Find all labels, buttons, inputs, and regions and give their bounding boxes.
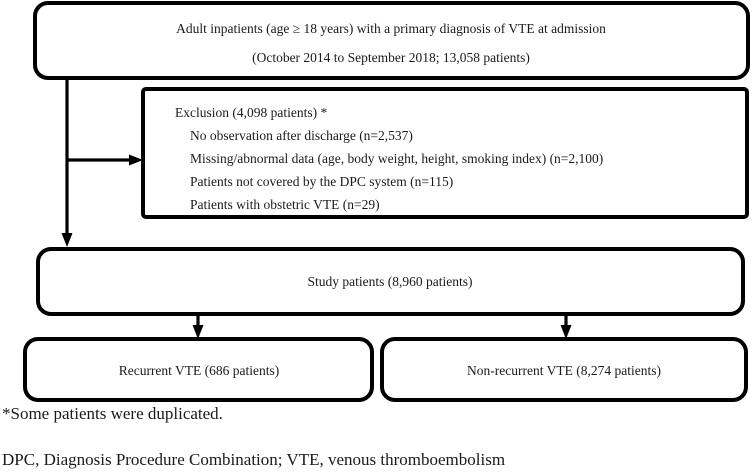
exclusion-box[interactable]: Exclusion (4,098 patients) * No observat… bbox=[141, 87, 749, 219]
study-patients-label: Study patients (8,960 patients) bbox=[308, 274, 473, 289]
enrollment-box-line2: (October 2014 to September 2018; 13,058 … bbox=[252, 50, 530, 65]
non-recurrent-vte-box[interactable]: Non-recurrent VTE (8,274 patients) bbox=[380, 337, 748, 402]
exclusion-heading: Exclusion (4,098 patients) * bbox=[175, 105, 327, 120]
enrollment-box-outline bbox=[33, 1, 750, 80]
study-patients-box[interactable]: Study patients (8,960 patients) bbox=[36, 247, 745, 316]
non-recurrent-vte-label: Non-recurrent VTE (8,274 patients) bbox=[467, 363, 661, 378]
exclusion-box-outline bbox=[141, 87, 749, 219]
arrowhead-recurrent-box bbox=[192, 325, 204, 339]
arrowhead-non-recurrent-box bbox=[560, 325, 572, 339]
enrollment-box-line1: Adult inpatients (age ≥ 18 years) with a… bbox=[176, 21, 606, 36]
recurrent-vte-box-outline bbox=[23, 337, 374, 402]
exclusion-item-3: Patients with obstetric VTE (n=29) bbox=[190, 197, 380, 212]
exclusion-item-2: Patients not covered by the DPC system (… bbox=[190, 174, 453, 189]
arrowhead-study-box bbox=[61, 233, 73, 247]
connector-group bbox=[61, 78, 572, 339]
footnote-abbreviations: DPC, Diagnosis Procedure Combination; VT… bbox=[2, 450, 505, 469]
arrowhead-exclusion-box bbox=[129, 154, 143, 166]
footnote-duplication: *Some patients were duplicated. bbox=[2, 404, 223, 423]
non-recurrent-vte-box-outline bbox=[380, 337, 748, 402]
exclusion-item-1: Missing/abnormal data (age, body weight,… bbox=[190, 151, 603, 166]
exclusion-item-0: No observation after discharge (n=2,537) bbox=[190, 128, 413, 143]
enrollment-box[interactable]: Adult inpatients (age ≥ 18 years) with a… bbox=[33, 1, 750, 80]
study-patients-box-outline bbox=[36, 247, 745, 316]
recurrent-vte-label: Recurrent VTE (686 patients) bbox=[119, 363, 280, 378]
recurrent-vte-box[interactable]: Recurrent VTE (686 patients) bbox=[23, 337, 374, 402]
